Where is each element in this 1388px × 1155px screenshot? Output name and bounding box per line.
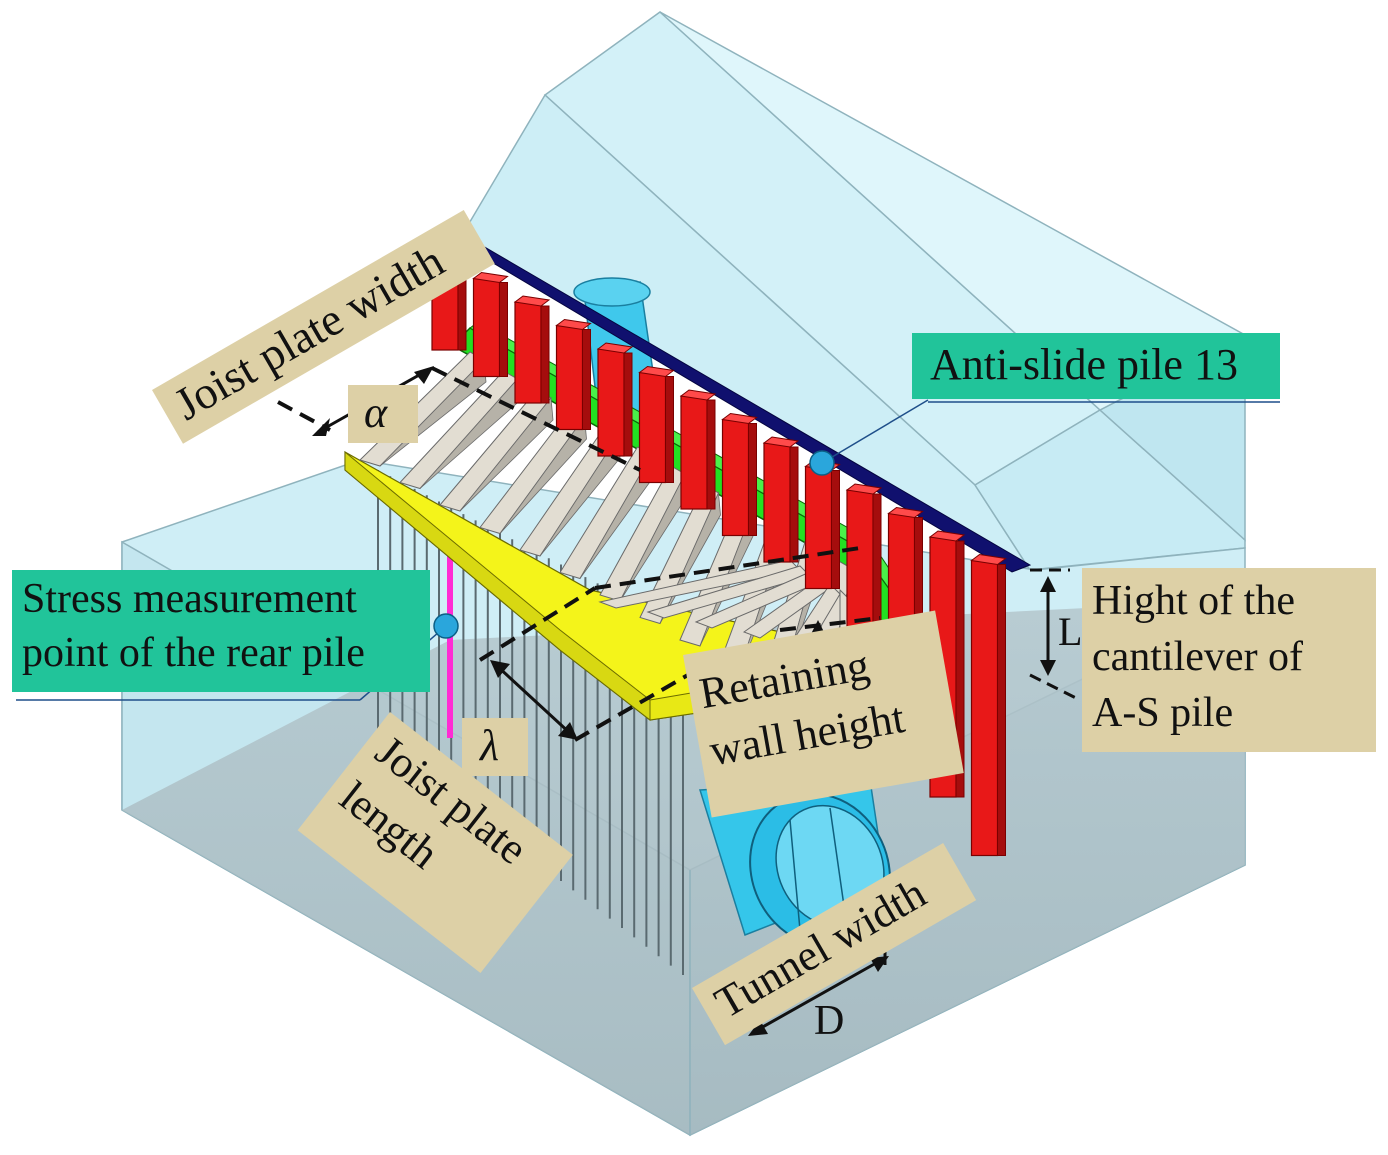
anti-slide-pile — [970, 559, 999, 857]
anti-slide-pile-side — [789, 446, 799, 563]
anti-slide-pile-top — [472, 271, 509, 284]
lambda-label: λ — [462, 718, 528, 776]
pile-13-leader — [821, 399, 929, 464]
cantilever-height-label: Hight of the cantilever of A-S pile — [1082, 568, 1376, 752]
anti-slide-pile-side — [748, 423, 757, 536]
length-dash-top — [478, 586, 597, 662]
anti-slide-pile-top — [970, 553, 1007, 566]
joist-rib-shade — [459, 396, 554, 512]
anti-slide-pile-side — [831, 470, 840, 589]
anti-slide-pile-side — [665, 376, 674, 483]
anti-slide-pile-side — [582, 329, 591, 430]
alpha-label: α — [348, 385, 418, 443]
anti-slide-pile-side — [955, 540, 965, 798]
L-symbol: L — [1058, 609, 1083, 654]
length-arrow-line — [494, 663, 574, 737]
anti-slide-pile-side — [623, 352, 633, 457]
cantilever-line-2: cantilever of — [1092, 634, 1304, 680]
anti-slide-pile — [638, 371, 667, 484]
cantilever-dash-bottom — [1029, 673, 1081, 702]
anti-slide-pile — [804, 465, 833, 590]
anti-slide-pile-top — [762, 436, 800, 448]
anti-slide-pile-top — [721, 412, 758, 425]
anti-slide-pile — [763, 442, 791, 563]
stress-point-label: Stress measurement point of the rear pil… — [12, 570, 430, 692]
anti-slide-pile-side — [706, 399, 716, 510]
D-symbol: D — [814, 998, 845, 1044]
stress-point-line-2: point of the rear pile — [22, 630, 365, 676]
anti-slide-pile — [514, 301, 542, 404]
anti-slide-pile-top — [555, 318, 592, 331]
anti-slide-pile — [597, 348, 625, 457]
stress-point-marker — [433, 613, 459, 639]
anti-slide-pile-label: Anti-slide pile 13 — [912, 333, 1280, 399]
anti-slide-pile-side — [997, 564, 1006, 856]
anti-slide-pile-top — [679, 389, 717, 401]
tunnel-arrow-line — [751, 956, 886, 1035]
anti-slide-pile-top — [513, 295, 551, 307]
cantilever-line-3: A-S pile — [1092, 690, 1234, 736]
anti-slide-pile-top — [928, 530, 966, 542]
anti-slide-pile — [555, 324, 584, 431]
anti-slide-pile-top — [638, 365, 675, 378]
pile-13-marker — [809, 450, 835, 476]
anti-slide-pile — [680, 395, 708, 510]
anti-slide-pile-top — [596, 342, 634, 354]
anti-slide-pile-top — [887, 506, 924, 519]
width-dash-right — [431, 366, 641, 472]
anti-slide-pile-top — [845, 483, 883, 495]
anti-slide-pile — [721, 418, 750, 537]
anti-slide-pile — [472, 277, 501, 378]
anti-slide-pile-side — [499, 282, 508, 377]
width-dash-left — [277, 400, 331, 432]
joist-dash — [594, 546, 861, 590]
arrowheads — [312, 366, 1056, 1036]
stress-point-line-1: Stress measurement — [22, 576, 357, 622]
cantilever-line-1: Hight of the — [1092, 578, 1295, 624]
anti-slide-pile-side — [540, 305, 550, 404]
wall-top-dash — [779, 616, 881, 632]
